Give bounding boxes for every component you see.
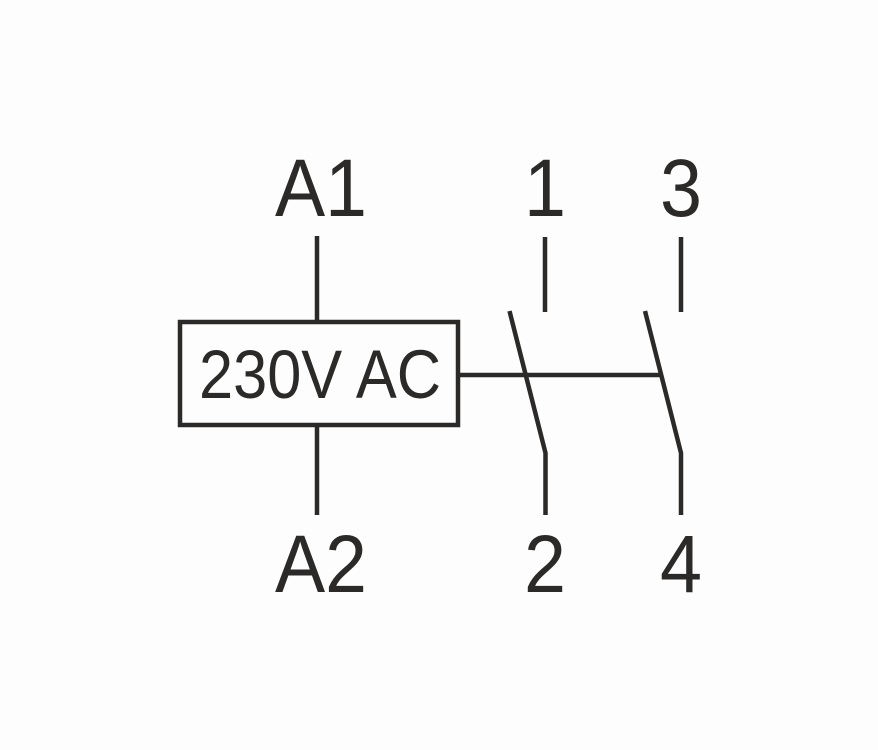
contact2-blade-line <box>642 310 684 515</box>
terminal-label-a1: A1 <box>275 143 367 234</box>
coil-box <box>177 319 461 428</box>
terminal-label-4: 4 <box>660 519 702 610</box>
terminal-label-3: 3 <box>660 143 702 234</box>
contact1-blade-line <box>507 310 548 515</box>
terminal-label-2: 2 <box>524 519 566 610</box>
coil-voltage-label: 230V AC <box>199 336 441 413</box>
terminal-label-1: 1 <box>524 143 566 234</box>
terminal-label-a2: A2 <box>275 519 367 610</box>
